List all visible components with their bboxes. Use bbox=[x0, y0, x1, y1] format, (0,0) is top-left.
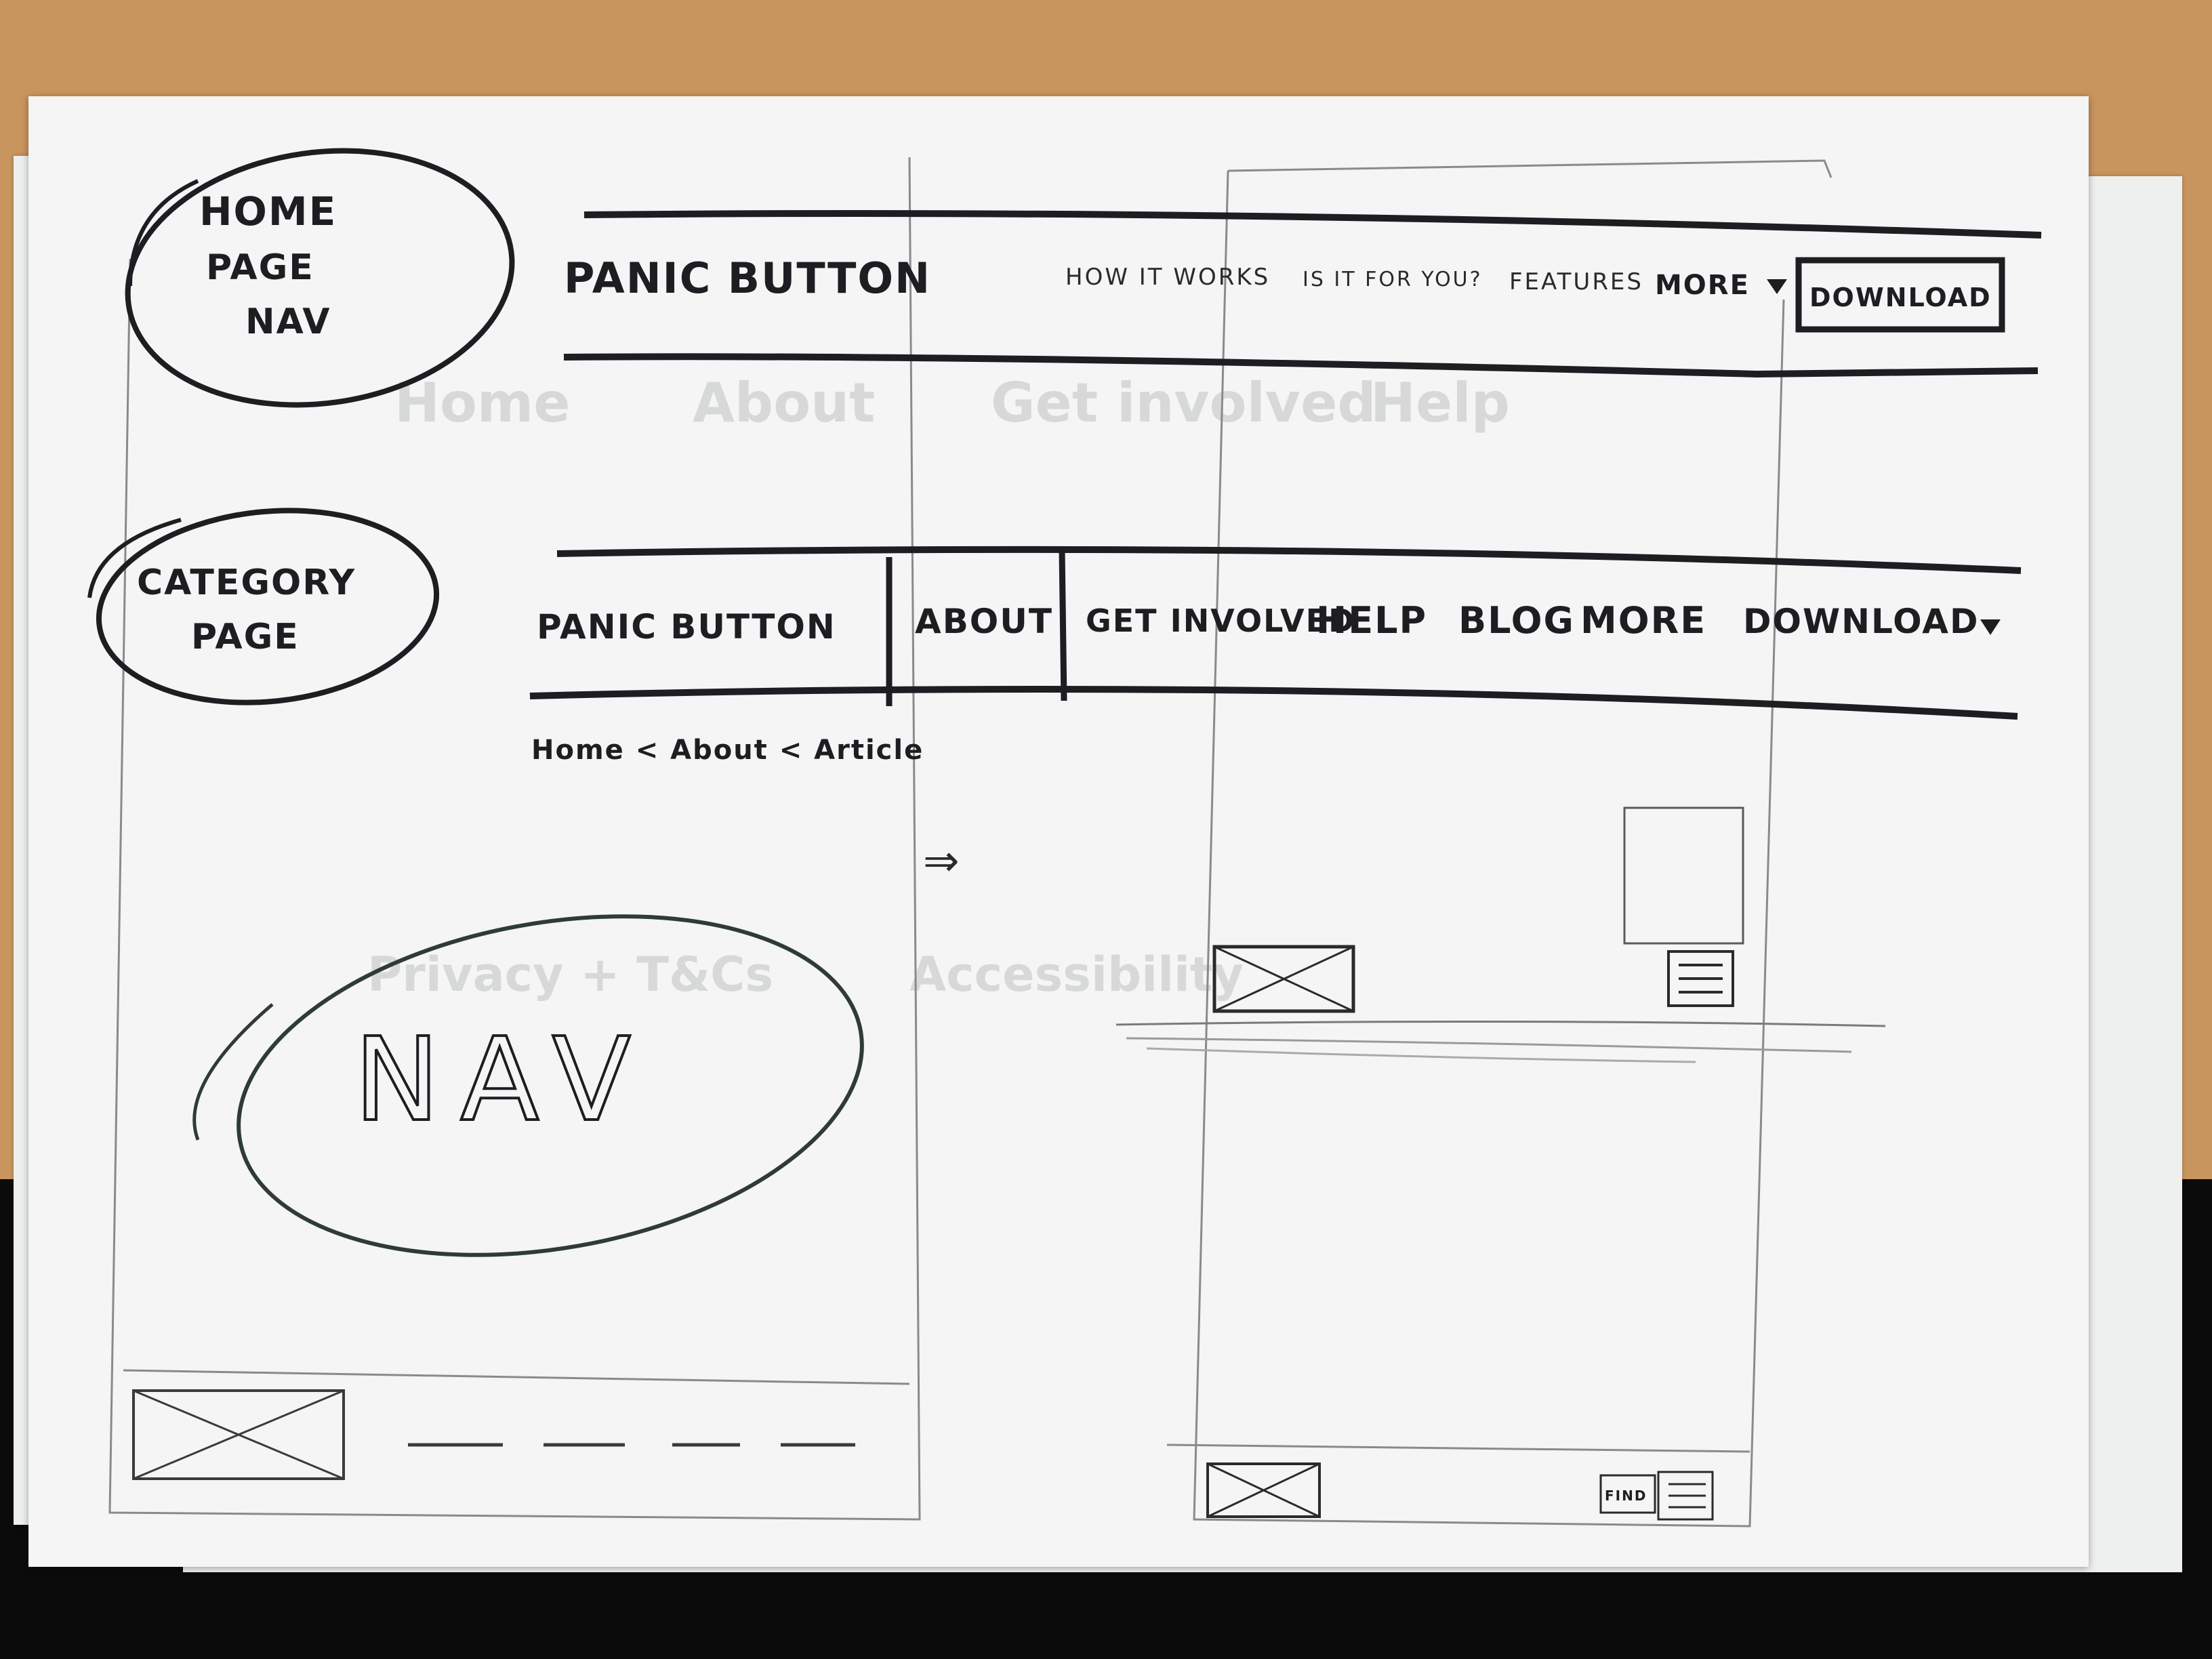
home-nav-link: FEATURES bbox=[1509, 268, 1643, 295]
category-nav-item: MORE bbox=[1580, 599, 1706, 642]
category-nav-bar: PANIC BUTTON ABOUT GET INVOLVED HELP BLO… bbox=[529, 546, 2022, 720]
sketch-paper: Home About Get involved Help Privacy + T… bbox=[28, 96, 2089, 1567]
find-button-label: FIND bbox=[1605, 1488, 1647, 1504]
svg-text:Accessibility: Accessibility bbox=[909, 947, 1244, 1002]
home-download-button-outline bbox=[1795, 257, 2005, 333]
logo-placeholder-icon bbox=[1212, 945, 1355, 1013]
category-label-line: PAGE bbox=[191, 617, 300, 657]
svg-text:About: About bbox=[693, 371, 875, 434]
footer-logo-placeholder-icon bbox=[1206, 1462, 1321, 1518]
breadcrumb: Home < About < Article bbox=[531, 735, 924, 766]
home-nav-download: DOWNLOAD bbox=[1809, 283, 1992, 312]
dropdown-panel-outline bbox=[1623, 806, 1744, 945]
home-page-nav-bubble: HOME PAGE NAV bbox=[125, 148, 515, 408]
home-nav-brand: PANIC BUTTON bbox=[564, 253, 931, 303]
nav-bubble: NAV bbox=[192, 914, 864, 1257]
download-dropdown-icon bbox=[1980, 619, 2001, 635]
right-wireframe-outline bbox=[1166, 159, 1832, 1528]
svg-text:Home: Home bbox=[394, 371, 571, 434]
category-nav-brand: PANIC BUTTON bbox=[537, 607, 836, 647]
home-nav-label-line: HOME bbox=[199, 188, 337, 234]
category-nav-item: GET INVOLVED bbox=[1086, 602, 1355, 639]
svg-text:Get involved: Get involved bbox=[991, 371, 1376, 434]
right-footer-sketch: FIND bbox=[1206, 1462, 1714, 1521]
category-nav-item: DOWNLOAD bbox=[1743, 602, 1979, 641]
right-header-sketch bbox=[1115, 806, 1886, 1063]
left-wireframe-outline bbox=[108, 157, 921, 1521]
home-nav-bar: PANIC BUTTON HOW IT WORKS IS IT FOR YOU?… bbox=[563, 210, 2042, 378]
left-footer-sketch bbox=[132, 1389, 855, 1480]
category-label-line: CATEGORY bbox=[137, 562, 356, 603]
footer-menu-icon bbox=[1657, 1471, 1714, 1521]
home-nav-label-line: NAV bbox=[245, 302, 331, 342]
find-button-outline bbox=[1599, 1474, 1656, 1514]
home-nav-link: HOW IT WORKS bbox=[1065, 264, 1270, 291]
nav-bubble-label: NAV bbox=[354, 1013, 651, 1147]
image-placeholder-icon bbox=[132, 1389, 345, 1480]
svg-text:Privacy + T&Cs: Privacy + T&Cs bbox=[367, 947, 773, 1002]
home-nav-label-line: PAGE bbox=[206, 247, 314, 288]
home-nav-link: IS IT FOR YOU? bbox=[1303, 268, 1483, 291]
arrow-icon: ⇒ bbox=[923, 836, 962, 886]
hamburger-menu-icon bbox=[1667, 950, 1734, 1007]
category-nav-about: ABOUT bbox=[915, 602, 1053, 641]
sketch-drawing: Home About Get involved Help Privacy + T… bbox=[87, 148, 2042, 1528]
svg-text:Help: Help bbox=[1370, 371, 1510, 434]
show-through-marks: Home About Get involved Help Privacy + T… bbox=[367, 371, 1510, 1002]
category-page-bubble: CATEGORY PAGE bbox=[87, 508, 440, 705]
home-nav-more: MORE bbox=[1655, 270, 1750, 301]
category-nav-item: HELP bbox=[1316, 599, 1427, 642]
category-nav-item: BLOG bbox=[1458, 599, 1575, 642]
more-dropdown-icon bbox=[1767, 279, 1787, 294]
